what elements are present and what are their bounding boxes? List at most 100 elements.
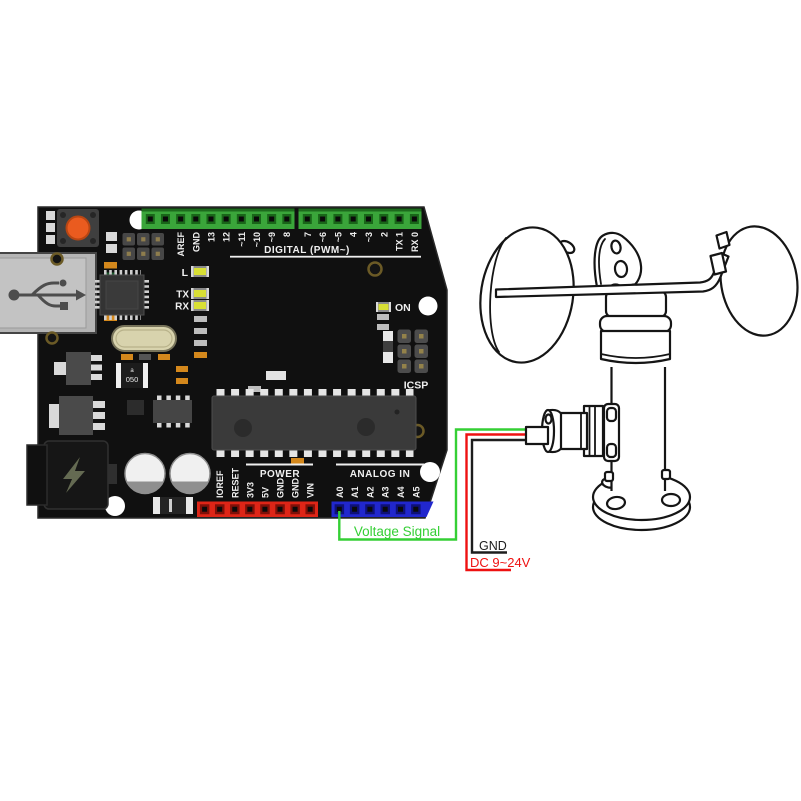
icsp-header: [397, 329, 428, 373]
smd-pad: [106, 232, 117, 241]
connector-pin-detail: [544, 413, 553, 425]
via-hole: [50, 252, 64, 266]
led-l-label: L: [182, 267, 189, 279]
cup-rim-line: [489, 237, 507, 353]
base-tick: [660, 468, 672, 481]
pin-label: GND: [276, 478, 286, 499]
usb-serial-chip: [95, 270, 149, 320]
signal-wire: [338, 428, 527, 541]
smd-pad: [106, 244, 117, 253]
reset-button: [46, 209, 99, 247]
pin-label: 13: [206, 232, 216, 242]
pin-label: GND: [291, 478, 301, 499]
pin-label: 2: [379, 232, 389, 237]
cup-hole: [613, 259, 629, 279]
power-header: [197, 501, 318, 517]
diode: [153, 497, 193, 514]
pin-label: A4: [396, 486, 406, 498]
connector-slot: [605, 406, 618, 423]
sensor-column-fill: [611, 367, 665, 491]
capacitor: [124, 452, 166, 495]
icsp-label: ICSP: [404, 380, 429, 392]
mounting-hole: [418, 296, 438, 316]
analog-header: [331, 501, 434, 517]
digital-underline: [230, 255, 421, 258]
pin-label: 4: [349, 232, 359, 237]
via-hole: [45, 331, 59, 345]
pin-label: A0: [335, 486, 345, 498]
chip-marking-050: 050: [126, 375, 139, 384]
pin-label: 3V3: [245, 482, 255, 498]
pin-label: GND: [191, 232, 201, 253]
pin-label: 7: [303, 232, 313, 237]
anemometer: [479, 225, 799, 532]
mounting-hole: [105, 496, 125, 516]
led-l: [191, 266, 209, 277]
pin-label: AREF: [176, 231, 186, 256]
mounting-hole: [420, 462, 440, 482]
arduino-board: AREF GND 13 12 ~11 ~10 ~9 8 7 ~6 ~5 4 ~3…: [0, 206, 448, 519]
ground-wire: [470, 438, 527, 554]
pin-label: IOREF: [215, 470, 225, 498]
power-mosfet: [49, 396, 105, 435]
power-wire: [465, 433, 527, 572]
analog-pin-labels: A0 A1 A2 A3 A4 A5: [335, 486, 422, 498]
base-tick: [603, 470, 615, 483]
crystal-oscillator: [111, 325, 177, 352]
cup-hole: [610, 239, 622, 255]
analog-overline: [336, 463, 424, 466]
white-component: [383, 331, 393, 363]
led-tx: [191, 288, 209, 299]
pin-label: A1: [350, 486, 360, 498]
pin-label: ~11: [237, 232, 247, 247]
ground-wire-label: GND: [479, 539, 507, 553]
arm-bracket: [709, 251, 728, 276]
pin-label: VIN: [306, 483, 316, 498]
usb-connector: [0, 252, 97, 334]
reset-cap: [65, 215, 91, 241]
power-overline: [246, 463, 313, 466]
led-on-label: ON: [395, 302, 411, 314]
pin-label: TX 1: [395, 232, 405, 251]
pin-label: A5: [411, 486, 421, 498]
sot23-transistor: [127, 400, 144, 415]
pin-label: A2: [365, 486, 375, 498]
power-section-label: POWER: [260, 469, 301, 480]
cylinder-ring-line: [600, 353, 671, 359]
capacitor: [169, 452, 211, 495]
bolt-hole: [605, 495, 627, 511]
signal-wire-label: Voltage Signal: [354, 524, 440, 539]
digital-header: [141, 208, 422, 229]
led-rx: [191, 300, 209, 311]
pin-label: 5V: [261, 487, 271, 498]
power-pin-labels: IOREF RESET 3V3 5V GND GND VIN: [215, 467, 316, 498]
led-on: [376, 302, 391, 312]
digital-pin-labels: AREF GND 13 12 ~11 ~10 ~9 8 7 ~6 ~5 4 ~3…: [176, 231, 420, 256]
arm-bracket: [715, 230, 731, 250]
sensor-connector: [524, 402, 621, 463]
pin-label: 8: [282, 232, 292, 237]
diode-package: a 050: [116, 363, 148, 388]
eeprom-chip: [153, 395, 192, 428]
bolt-hole: [660, 492, 682, 508]
pin-label: A3: [381, 486, 391, 498]
lightning-icon: [63, 457, 85, 493]
pin-label: ~9: [267, 232, 277, 242]
cup-rim-line: [598, 238, 606, 285]
wires: [338, 428, 527, 572]
analog-section-label: ANALOG IN: [350, 469, 411, 480]
connector-body: [558, 411, 589, 451]
via-hole: [367, 261, 383, 277]
power-wire-label: DC 9~24V: [470, 555, 531, 570]
pin-label: 12: [222, 232, 232, 242]
digital-section-label: DIGITAL (PWM~): [264, 245, 350, 256]
wind-cup-right: [719, 225, 799, 337]
rotor-arm: [494, 252, 730, 299]
led-rx-label: RX: [175, 302, 189, 313]
chip-marking-a: a: [130, 368, 134, 374]
voltage-regulator: [54, 352, 102, 385]
pin-label: ~10: [252, 232, 262, 247]
aux-header: [122, 233, 164, 260]
